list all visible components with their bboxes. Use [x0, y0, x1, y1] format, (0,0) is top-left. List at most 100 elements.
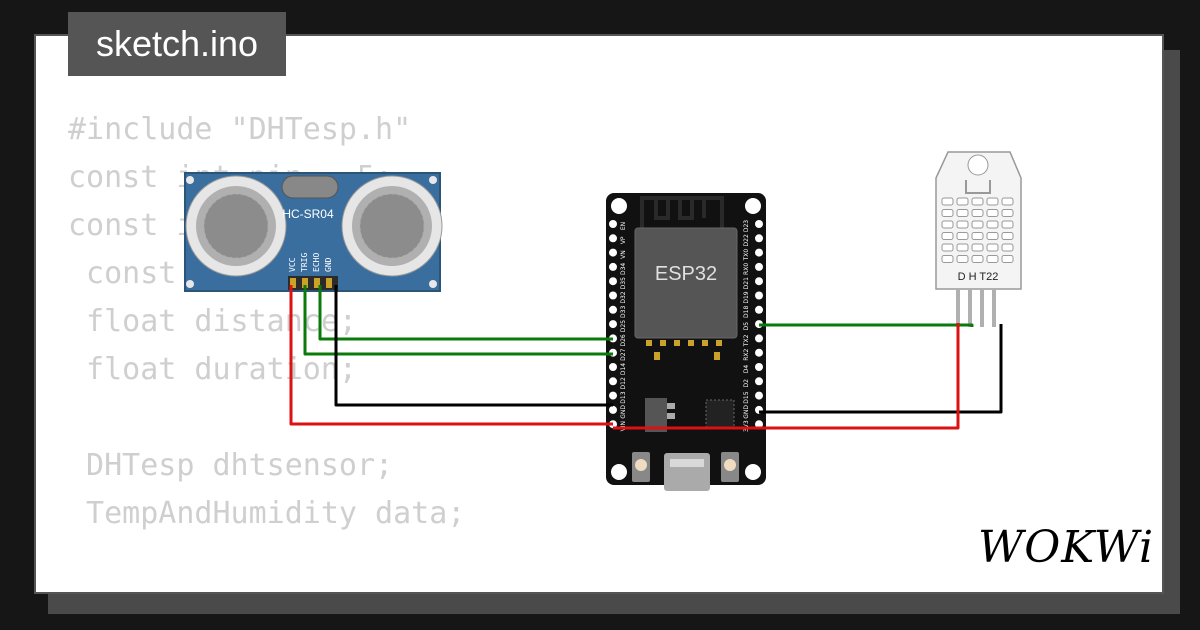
dht22-label: D H T22 — [958, 271, 999, 283]
esp32-pin[interactable] — [609, 234, 617, 243]
dht22-vent — [941, 243, 954, 252]
esp32-pin[interactable] — [755, 305, 763, 314]
hcsr04-label: HC-SR04 — [282, 207, 334, 221]
esp32-pin[interactable] — [609, 248, 617, 257]
esp32-pin[interactable] — [755, 248, 763, 257]
dht22-vent — [956, 255, 969, 263]
esp32-pin[interactable] — [755, 348, 763, 357]
code-line: DHTesp dhtsensor; — [68, 448, 394, 483]
esp32-pin-label: RX2 — [743, 348, 750, 360]
dht22-vent — [971, 243, 984, 252]
wire-dht-data[interactable] — [759, 323, 974, 327]
esp32-pin-label: D25 — [620, 320, 627, 332]
code-line: float duration; — [68, 352, 357, 387]
en-button-icon[interactable] — [721, 452, 739, 482]
wire-vcc[interactable] — [289, 285, 613, 426]
dht22-vent — [986, 220, 999, 229]
wire-echo[interactable] — [318, 285, 613, 341]
esp32-pin-label: D5 — [743, 322, 750, 331]
wire-dht-gnd[interactable] — [759, 324, 1003, 414]
code-line: TempAndHumidity data; — [68, 496, 466, 531]
dht22-vent — [941, 209, 954, 217]
esp32-pin-label: D32 — [620, 291, 627, 303]
esp32-pin[interactable] — [755, 363, 763, 371]
esp32-pin-label: D21 — [743, 277, 750, 289]
dht22-vent — [956, 243, 969, 252]
dht22-vent — [986, 243, 999, 252]
esp32-board[interactable]: ESP32 ENVPVND34D35D32D33D25D26D27D14D12D… — [606, 193, 766, 491]
esp32-pin-label: D12 — [620, 377, 627, 389]
dht22-vent — [971, 232, 984, 240]
wire-trig[interactable] — [303, 285, 613, 356]
esp32-pin[interactable] — [609, 277, 617, 286]
dht22-vent — [1001, 255, 1014, 263]
esp32-pin[interactable] — [755, 420, 763, 429]
wokwi-logo: WOKWi — [978, 522, 1155, 573]
dht22-vent — [1001, 197, 1014, 206]
esp32-pin[interactable] — [755, 220, 763, 228]
esp32-pin-label: D19 — [743, 291, 750, 303]
dht22-vent — [956, 209, 969, 217]
preview-card: #include "DHTesp.h" const int pin = 5; c… — [34, 34, 1164, 594]
dht22-vent — [986, 209, 999, 217]
esp32-pin[interactable] — [755, 377, 763, 386]
dht22-vent — [1001, 209, 1014, 217]
esp32-pin-label: D14 — [620, 363, 627, 375]
esp32-pin-label: D13 — [620, 391, 627, 403]
esp32-pin-label: VP — [620, 236, 627, 244]
esp32-pin-label: D4 — [743, 365, 750, 374]
esp32-pin[interactable] — [609, 291, 617, 300]
esp32-pin[interactable] — [609, 262, 617, 271]
esp32-pin[interactable] — [755, 277, 763, 286]
esp32-pin[interactable] — [609, 391, 617, 400]
transducer-left-icon — [185, 175, 287, 277]
esp32-pin-label: RX0 — [743, 263, 750, 275]
esp32-pin-label: GND — [620, 405, 627, 419]
hcsr04-pin-label: ECHO — [312, 253, 321, 272]
code-line: float distance; — [68, 304, 357, 339]
dht22-vent — [956, 197, 969, 206]
esp32-pin[interactable] — [755, 291, 763, 300]
esp32-pin-label: D26 — [620, 334, 627, 346]
esp32-pin[interactable] — [755, 234, 763, 243]
dht22-vent — [986, 232, 999, 240]
esp32-pin-label: VIN — [620, 421, 627, 431]
esp32-pin[interactable] — [609, 377, 617, 386]
dht22-vent — [986, 197, 999, 206]
hcsr04-pin-label: VCC — [288, 257, 297, 272]
esp32-pin[interactable] — [609, 405, 617, 414]
dht22-vent — [971, 197, 984, 206]
dht22-vent — [971, 255, 984, 263]
dht22-vent — [941, 220, 954, 229]
esp32-pin[interactable] — [609, 305, 617, 314]
boot-button-icon[interactable] — [632, 452, 650, 482]
dht22-vent — [956, 220, 969, 229]
esp32-pin[interactable] — [609, 320, 617, 329]
esp32-pin[interactable] — [609, 220, 617, 228]
wire-dht-vcc[interactable] — [613, 323, 960, 430]
esp32-pin-label: D34 — [620, 263, 627, 275]
dht22-sensor[interactable]: D H T22 — [935, 151, 1022, 327]
esp32-label: ESP32 — [655, 263, 717, 285]
wire-gnd[interactable] — [334, 285, 613, 407]
esp32-pin[interactable] — [755, 391, 763, 400]
dht22-vent — [941, 255, 954, 263]
hcsr04-pin-label: GND — [324, 257, 333, 272]
dht22-vent — [971, 209, 984, 217]
sketch-tab[interactable]: sketch.ino — [68, 12, 286, 76]
esp32-pin[interactable] — [609, 363, 617, 371]
dht22-vent — [1001, 232, 1014, 240]
esp32-pin-label: D23 — [743, 220, 750, 232]
esp32-pin[interactable] — [755, 334, 763, 343]
esp32-pin[interactable] — [755, 262, 763, 271]
esp32-pin-label: D35 — [620, 277, 627, 289]
esp32-pin-label: D22 — [743, 234, 750, 246]
esp32-pin-label: D27 — [620, 348, 627, 360]
esp32-pin-label: GND — [743, 405, 750, 419]
esp32-pin-label: TX0 — [743, 249, 750, 262]
hcsr04-pin-label: TRIG — [300, 253, 309, 272]
esp32-pin-label: VN — [620, 250, 627, 259]
dht22-vent — [971, 220, 984, 229]
